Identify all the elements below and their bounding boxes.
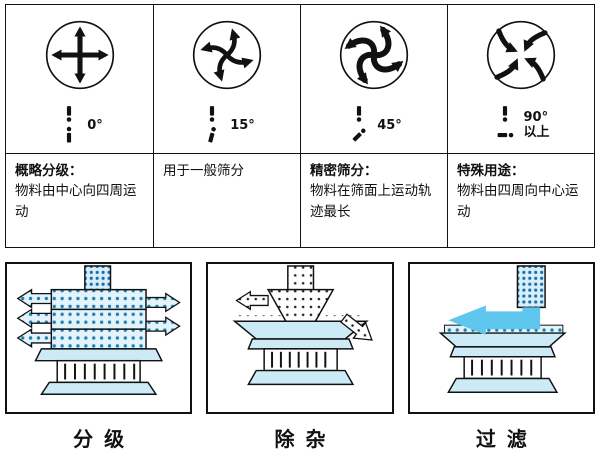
column-description-area: 特殊用途： 物料由四周向中心运动 bbox=[448, 153, 594, 247]
column-description-area: 用于一般筛分 bbox=[154, 153, 300, 247]
application-panel-impurity-removal: 除杂 bbox=[206, 262, 394, 452]
weight-angle-45-icon bbox=[352, 106, 366, 142]
motion-pattern-area bbox=[301, 5, 447, 99]
weight-angle-area: 0° bbox=[6, 99, 153, 153]
swirl-icon bbox=[339, 20, 409, 90]
column-title: 特殊用途： bbox=[457, 163, 525, 179]
machine-diagram-frame bbox=[5, 262, 193, 414]
column-desc: 物料由中心向四周运动 bbox=[15, 183, 137, 220]
column-desc: 用于一般筛分 bbox=[163, 163, 244, 179]
spec-column-15deg: 15° 用于一般筛分 bbox=[153, 5, 300, 247]
spec-column-90deg: 90° 以上 特殊用途： 物料由四周向中心运动 bbox=[447, 5, 594, 247]
column-desc: 物料由四周向中心运动 bbox=[457, 183, 579, 220]
radial-outward-icon bbox=[45, 20, 114, 90]
motion-pattern-area bbox=[448, 5, 594, 99]
grading-machine-icon bbox=[16, 265, 181, 395]
angle-label: 45° bbox=[377, 117, 402, 133]
motion-pattern-area bbox=[154, 5, 300, 99]
angle-label: 90° 以上 bbox=[523, 110, 550, 140]
panel-label-filtration: 过滤 bbox=[475, 427, 538, 451]
pinwheel-icon bbox=[192, 20, 262, 90]
application-panels: 分级 bbox=[5, 262, 595, 452]
filtration-machine-icon bbox=[438, 265, 567, 394]
spec-column-45deg: 45° 精密筛分： 物料在筛面上运动轨迹最长 bbox=[300, 5, 447, 247]
inward-icon bbox=[486, 20, 556, 90]
weight-angle-area: 90° 以上 bbox=[448, 99, 594, 153]
column-title: 概略分级： bbox=[15, 163, 83, 179]
weight-angle-15-icon bbox=[208, 106, 217, 143]
angle-label: 0° bbox=[87, 117, 103, 133]
impurity-removal-machine-icon bbox=[232, 265, 374, 386]
column-description-area: 概略分级： 物料由中心向四周运动 bbox=[6, 153, 153, 247]
column-description-area: 精密筛分： 物料在筛面上运动轨迹最长 bbox=[301, 153, 447, 247]
angle-label: 15° bbox=[230, 117, 255, 133]
panel-label-impurity-removal: 除杂 bbox=[274, 427, 337, 451]
machine-diagram-frame bbox=[407, 262, 595, 414]
weight-angle-90-icon bbox=[498, 106, 514, 138]
application-panel-filtration: 过滤 bbox=[407, 262, 595, 452]
vibrating-screen-spec-diagram: 0° 概略分级： 物料由中心向四周运动 bbox=[5, 4, 595, 453]
machine-diagram-frame bbox=[206, 262, 394, 414]
column-desc: 物料在筛面上运动轨迹最长 bbox=[310, 183, 432, 220]
weight-angle-0-icon bbox=[66, 106, 72, 143]
spec-column-0deg: 0° 概略分级： 物料由中心向四周运动 bbox=[6, 5, 153, 247]
application-panel-grading: 分级 bbox=[5, 262, 193, 452]
weight-angle-area: 45° bbox=[301, 99, 447, 153]
column-title: 精密筛分： bbox=[310, 163, 378, 179]
panel-label-grading: 分级 bbox=[73, 427, 136, 451]
weight-angle-area: 15° bbox=[154, 99, 300, 153]
motion-pattern-area bbox=[6, 5, 153, 99]
spec-table: 0° 概略分级： 物料由中心向四周运动 bbox=[5, 4, 595, 248]
